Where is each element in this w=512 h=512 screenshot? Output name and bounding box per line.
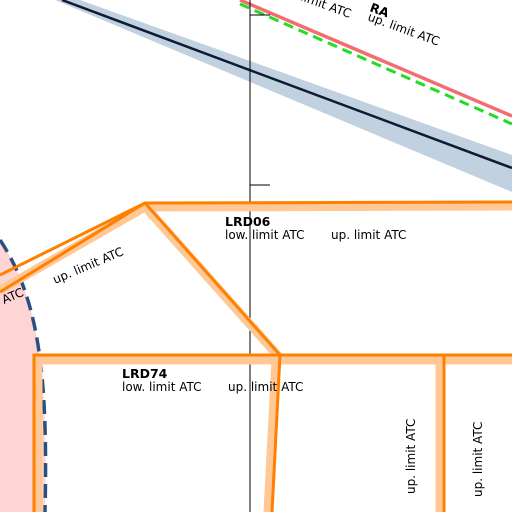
lrd06-boundary-west (0, 201, 282, 356)
tra-buffer-band (55, 0, 512, 192)
east-sector-2-up-limit: up. limit ATC (471, 422, 485, 497)
tra-name-partial: RA (368, 0, 392, 21)
lrd74-low-limit: low. limit ATC (122, 380, 202, 394)
lrd74-boundary (32, 353, 512, 512)
tra-red-line (239, 0, 512, 118)
lrd06-buffer-diagonal (144, 207, 284, 361)
lrd74-buffer-east (263, 359, 281, 512)
lrd74-name: LRD74 (122, 366, 168, 381)
tra-low-limit: limit ATC (299, 0, 353, 21)
lrd74-boundary-east (270, 354, 282, 512)
lrd06-up-limit: up. limit ATC (331, 228, 406, 242)
restricted-area-boundary (0, 239, 48, 512)
tra-up-limit: up. limit ATC (366, 10, 442, 49)
lrd06-low-limit: low. limit ATC (225, 228, 305, 242)
tra-zone[interactable] (55, 0, 512, 192)
east-sector-1-up-limit: up. limit ATC (404, 419, 418, 494)
lrd06-zone[interactable] (0, 200, 512, 361)
lrd74-zone[interactable] (32, 353, 512, 512)
lrd74-buffer (33, 355, 512, 512)
tra-green-dashed-line (239, 2, 512, 126)
lrd06-name: LRD06 (225, 214, 271, 229)
tra-boundary-line (61, 0, 512, 170)
lrd74-up-limit: up. limit ATC (228, 380, 303, 394)
east-sector-1[interactable] (435, 355, 446, 512)
